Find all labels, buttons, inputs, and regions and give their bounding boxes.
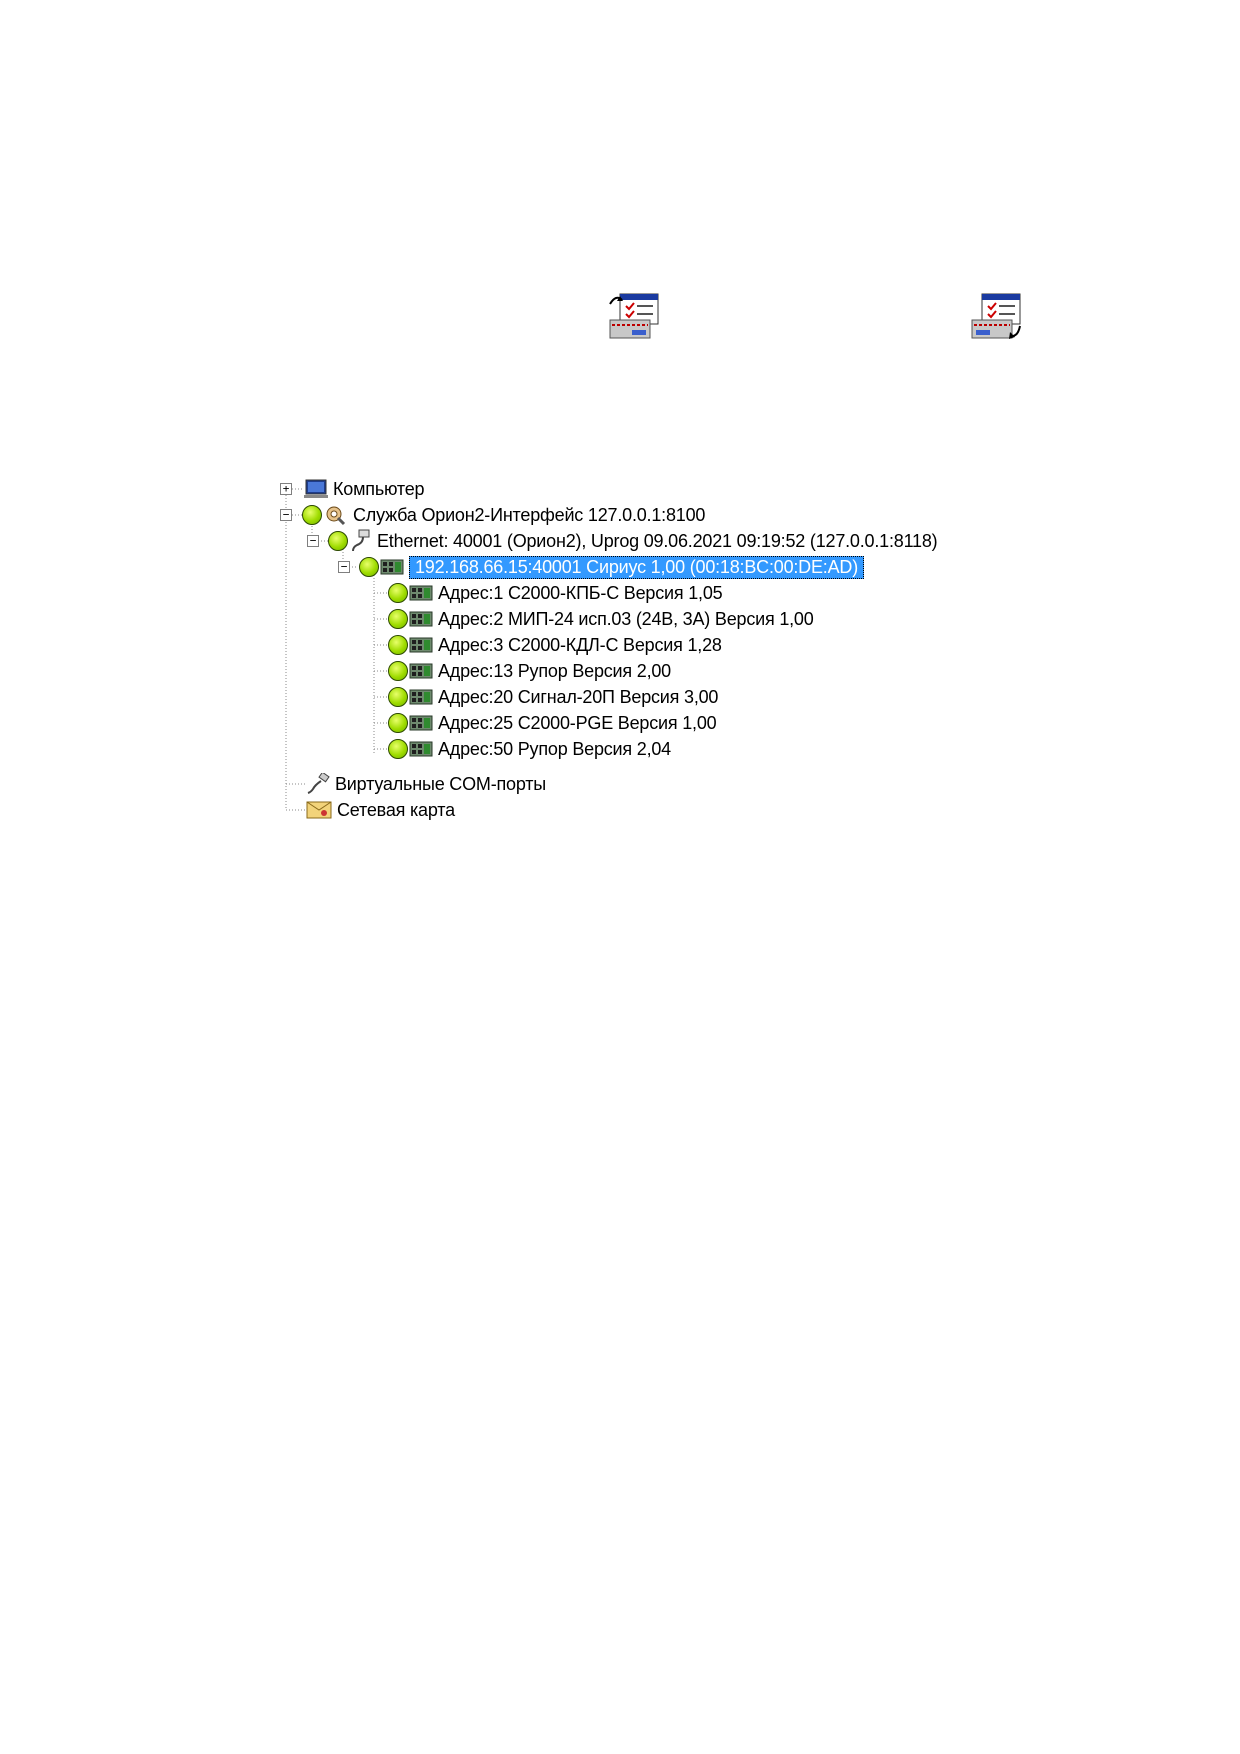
- tree-node-device[interactable]: Адрес:3 С2000-КДЛ-С Версия 1,28: [388, 633, 722, 657]
- status-ok-icon: [388, 609, 408, 629]
- tree-label-sirius-selected: 192.168.66.15:40001 Сириус 1,00 (00:18:B…: [409, 555, 864, 579]
- computer-icon: [304, 479, 328, 498]
- expand-computer-toggle[interactable]: +: [280, 483, 292, 495]
- device-tree: + Компьютер − Служба Орион2-Интерфейс 12…: [280, 479, 1040, 833]
- tree-label-device: Адрес:50 Рупор Версия 2,04: [438, 738, 671, 759]
- device-module-icon: [409, 715, 433, 731]
- tree-connector-lines: [285, 488, 388, 811]
- tree-node-device[interactable]: Адрес:50 Рупор Версия 2,04: [388, 737, 671, 761]
- status-ok-icon: [388, 661, 408, 681]
- status-ok-icon: [388, 713, 408, 733]
- tree-node-device[interactable]: Адрес:13 Рупор Версия 2,00: [388, 659, 671, 683]
- tree-node-computer[interactable]: Компьютер: [304, 477, 425, 501]
- status-ok-icon: [359, 557, 379, 577]
- tree-node-device[interactable]: Адрес:1 С2000-КПБ-С Версия 1,05: [388, 581, 723, 605]
- tree-node-device[interactable]: Адрес:2 МИП-24 исп.03 (24В, 3А) Версия 1…: [388, 607, 814, 631]
- collapse-sirius-toggle[interactable]: −: [338, 561, 350, 573]
- write-config-icon[interactable]: [970, 292, 1024, 342]
- collapse-service-toggle[interactable]: −: [280, 509, 292, 521]
- tree-label-device: Адрес:2 МИП-24 исп.03 (24В, 3А) Версия 1…: [438, 608, 814, 629]
- device-module-icon: [409, 741, 433, 757]
- tree-node-com-ports[interactable]: Виртуальные COM-порты: [306, 772, 546, 796]
- tree-label-network-map: Сетевая карта: [337, 799, 455, 820]
- status-ok-icon: [388, 635, 408, 655]
- com-port-plug-icon: [307, 773, 330, 794]
- tree-label-ethernet: Ethernet: 40001 (Орион2), Uprog 09.06.20…: [377, 530, 938, 551]
- tree-label-device: Адрес:13 Рупор Версия 2,00: [438, 660, 671, 681]
- status-ok-icon: [388, 687, 408, 707]
- tree-node-service[interactable]: Служба Орион2-Интерфейс 127.0.0.1:8100: [302, 503, 705, 527]
- status-ok-icon: [302, 505, 322, 525]
- tree-label-device: Адрес:1 С2000-КПБ-С Версия 1,05: [438, 582, 723, 603]
- network-map-icon: [306, 801, 332, 819]
- read-config-icon[interactable]: [608, 292, 662, 342]
- tree-node-device[interactable]: Адрес:25 С2000-PGE Версия 1,00: [388, 711, 717, 735]
- tree-node-network-map[interactable]: Сетевая карта: [306, 798, 455, 822]
- status-ok-icon: [388, 583, 408, 603]
- device-module-icon: [409, 611, 433, 627]
- device-module-icon: [409, 585, 433, 601]
- device-module-icon: [409, 689, 433, 705]
- device-module-icon: [409, 637, 433, 653]
- status-ok-icon: [328, 531, 348, 551]
- network-cable-icon: [352, 529, 370, 552]
- tree-label-com-ports: Виртуальные COM-порты: [335, 773, 547, 794]
- tree-label-device: Адрес:20 Сигнал-20П Версия 3,00: [438, 686, 719, 707]
- tree-node-sirius[interactable]: 192.168.66.15:40001 Сириус 1,00 (00:18:B…: [359, 555, 864, 579]
- tree-label-device: Адрес:3 С2000-КДЛ-С Версия 1,28: [438, 634, 722, 655]
- device-module-icon: [409, 663, 433, 679]
- tree-node-ethernet[interactable]: Ethernet: 40001 (Орион2), Uprog 09.06.20…: [328, 529, 938, 553]
- tree-label-service: Служба Орион2-Интерфейс 127.0.0.1:8100: [353, 504, 706, 525]
- tree-label-device: Адрес:25 С2000-PGE Версия 1,00: [438, 712, 717, 733]
- tree-node-device[interactable]: Адрес:20 Сигнал-20П Версия 3,00: [388, 685, 718, 709]
- service-gear-icon: [326, 506, 346, 526]
- collapse-ethernet-toggle[interactable]: −: [307, 535, 319, 547]
- device-module-icon: [380, 559, 404, 575]
- tree-label-computer: Компьютер: [333, 478, 425, 499]
- status-ok-icon: [388, 739, 408, 759]
